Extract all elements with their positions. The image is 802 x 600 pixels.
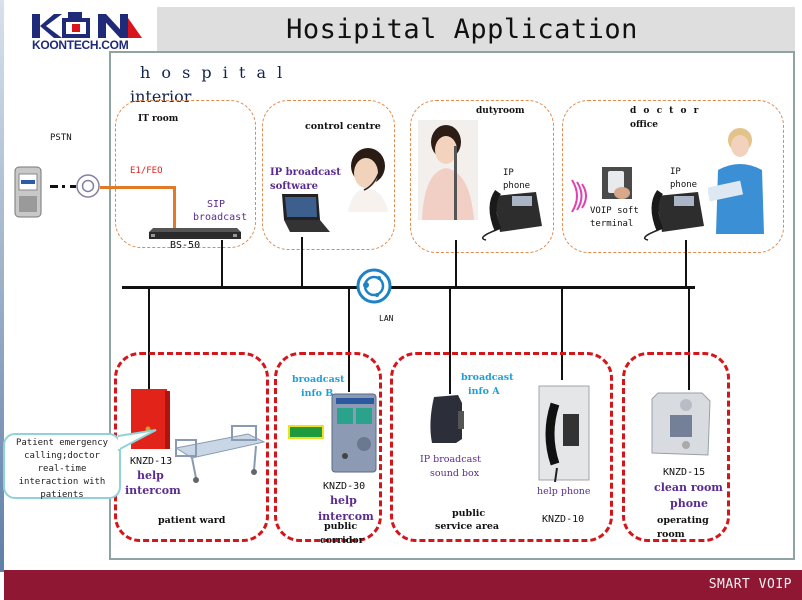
ip-broadcast-software-label-2: software: [270, 181, 318, 192]
zone-doctor-office: [562, 100, 784, 253]
interior-label-line2: interior: [130, 87, 192, 106]
info-b-label-1: broadcast: [292, 374, 345, 385]
public-service-title-2: service area: [435, 521, 500, 532]
link-knzd13: [148, 287, 150, 393]
doctor-photo: [708, 128, 764, 234]
knzd13-model: KNZD-13: [130, 456, 173, 467]
info-a-label-1: broadcast: [461, 372, 514, 383]
info-a-label-2: info A: [468, 386, 500, 397]
lan-backbone: [122, 286, 695, 289]
ip-sound-box-icon: [430, 395, 464, 443]
laptop-icon: [282, 194, 330, 232]
page-title: Hosipital Application: [286, 14, 638, 45]
wireless-signal-icon: [571, 179, 587, 213]
knzd10-help-phone-icon: [538, 385, 590, 483]
interior-label-line1: h o s p i t a l: [140, 63, 286, 82]
callout-line-3: real-time: [37, 464, 87, 474]
ip-broadcast-software-label-1: IP broadcast: [270, 167, 341, 178]
duty-nurse-photo: [418, 120, 478, 220]
e1-link-vertical: [173, 186, 176, 230]
pstn-label: PSTN: [50, 133, 72, 143]
link-sound-box: [449, 287, 451, 394]
exit-sign-icon: [288, 425, 324, 439]
link-duty-phone: [455, 240, 457, 287]
patient-callout: Patient emergency calling;doctor real-ti…: [3, 433, 121, 500]
title-bar: [157, 7, 795, 51]
mobile-phone-icon: [14, 166, 42, 218]
link-knzd30: [348, 287, 350, 392]
bs50-server-icon: [149, 228, 241, 239]
voip-soft-terminal-icon: [602, 167, 632, 199]
e1-label: E1/FEO: [130, 166, 163, 176]
pstn-dashed-link: [50, 185, 76, 188]
public-corridor-title-1: public: [324, 521, 358, 532]
link-doctor-phone: [685, 240, 687, 287]
sound-box-label-2: sound box: [430, 468, 480, 479]
left-edge-bar: [0, 0, 4, 572]
voip-soft-label-1: VOIP soft: [590, 206, 639, 216]
zone-operating-room: [622, 352, 730, 542]
duty-ip-phone-label-1: IP: [503, 168, 514, 178]
knzd13-device-1: help: [137, 469, 164, 482]
sip-label: SIP: [207, 199, 226, 210]
lan-label: LAN: [379, 314, 394, 323]
bs50-model: BS-50: [170, 240, 201, 251]
it-room-title: IT room: [138, 114, 179, 124]
zone-public-corridor: [274, 352, 382, 542]
knzd13-device-2: intercom: [125, 484, 181, 497]
callout-pointer: [118, 429, 157, 452]
e1-link-horizontal: [100, 186, 175, 189]
knzd15-device-1: clean room: [654, 481, 723, 494]
voip-soft-label-2: terminal: [590, 219, 634, 229]
callout-line-1: Patient emergency: [15, 438, 109, 448]
lan-switch-icon: [356, 268, 392, 304]
duty-ip-phone-label-2: phone: [503, 181, 531, 191]
logo-text: KOONTECH.COM: [32, 38, 129, 52]
doctor-office-title-2: office: [630, 120, 659, 130]
link-knzd10: [561, 287, 563, 380]
zone-duty-room: [410, 100, 554, 253]
doctor-ip-phone-icon: [643, 189, 704, 241]
hospital-bed-icon: [174, 425, 266, 483]
info-b-label-2: info B: [301, 388, 334, 399]
knzd30-intercom-icon: [331, 393, 377, 473]
control-centre-title: control centre: [305, 121, 381, 132]
patient-ward-title: patient ward: [158, 515, 226, 526]
knzd30-device-2: intercom: [318, 510, 374, 523]
knzd10-model: KNZD-10: [542, 514, 585, 525]
zone-control-centre: [262, 100, 395, 250]
footer-bar: [4, 570, 802, 600]
doctor-ip-phone-label-2: phone: [670, 180, 698, 190]
doctor-office-title-1: d o c t o r: [630, 106, 701, 116]
zone-it-room: [115, 100, 256, 248]
callout-line-5: patients: [40, 490, 84, 500]
operating-room-title-1: operating: [657, 515, 709, 526]
koontech-logo: [32, 12, 142, 38]
broadcast-label: broadcast: [193, 212, 248, 223]
link-laptop: [301, 237, 303, 287]
footer-text: SMART VOIP: [708, 577, 792, 592]
callout-line-4: interaction with: [18, 477, 106, 487]
public-service-title-1: public: [452, 508, 486, 519]
link-knzd15: [688, 287, 690, 390]
operator-headset-photo: [348, 148, 388, 212]
pstn-gateway-icon: [76, 174, 100, 198]
link-bs50: [221, 240, 223, 287]
sound-box-label-1: IP broadcast: [420, 454, 481, 465]
public-corridor-title-2: corridor: [320, 535, 364, 546]
duty-room-title: dutyroom: [476, 106, 525, 116]
zone-public-service-area: [390, 352, 613, 542]
callout-line-2: calling;doctor: [24, 451, 100, 461]
operating-room-title-2: room: [657, 529, 685, 540]
knzd30-model: KNZD-30: [323, 481, 366, 492]
doctor-ip-phone-label-1: IP: [670, 167, 681, 177]
knzd15-model: KNZD-15: [663, 467, 706, 478]
knzd30-device-1: help: [330, 494, 357, 507]
duty-ip-phone-icon: [481, 189, 542, 241]
help-phone-label: help phone: [537, 486, 591, 497]
knzd15-device-2: phone: [670, 497, 709, 510]
knzd15-clean-room-phone-icon: [651, 392, 711, 456]
